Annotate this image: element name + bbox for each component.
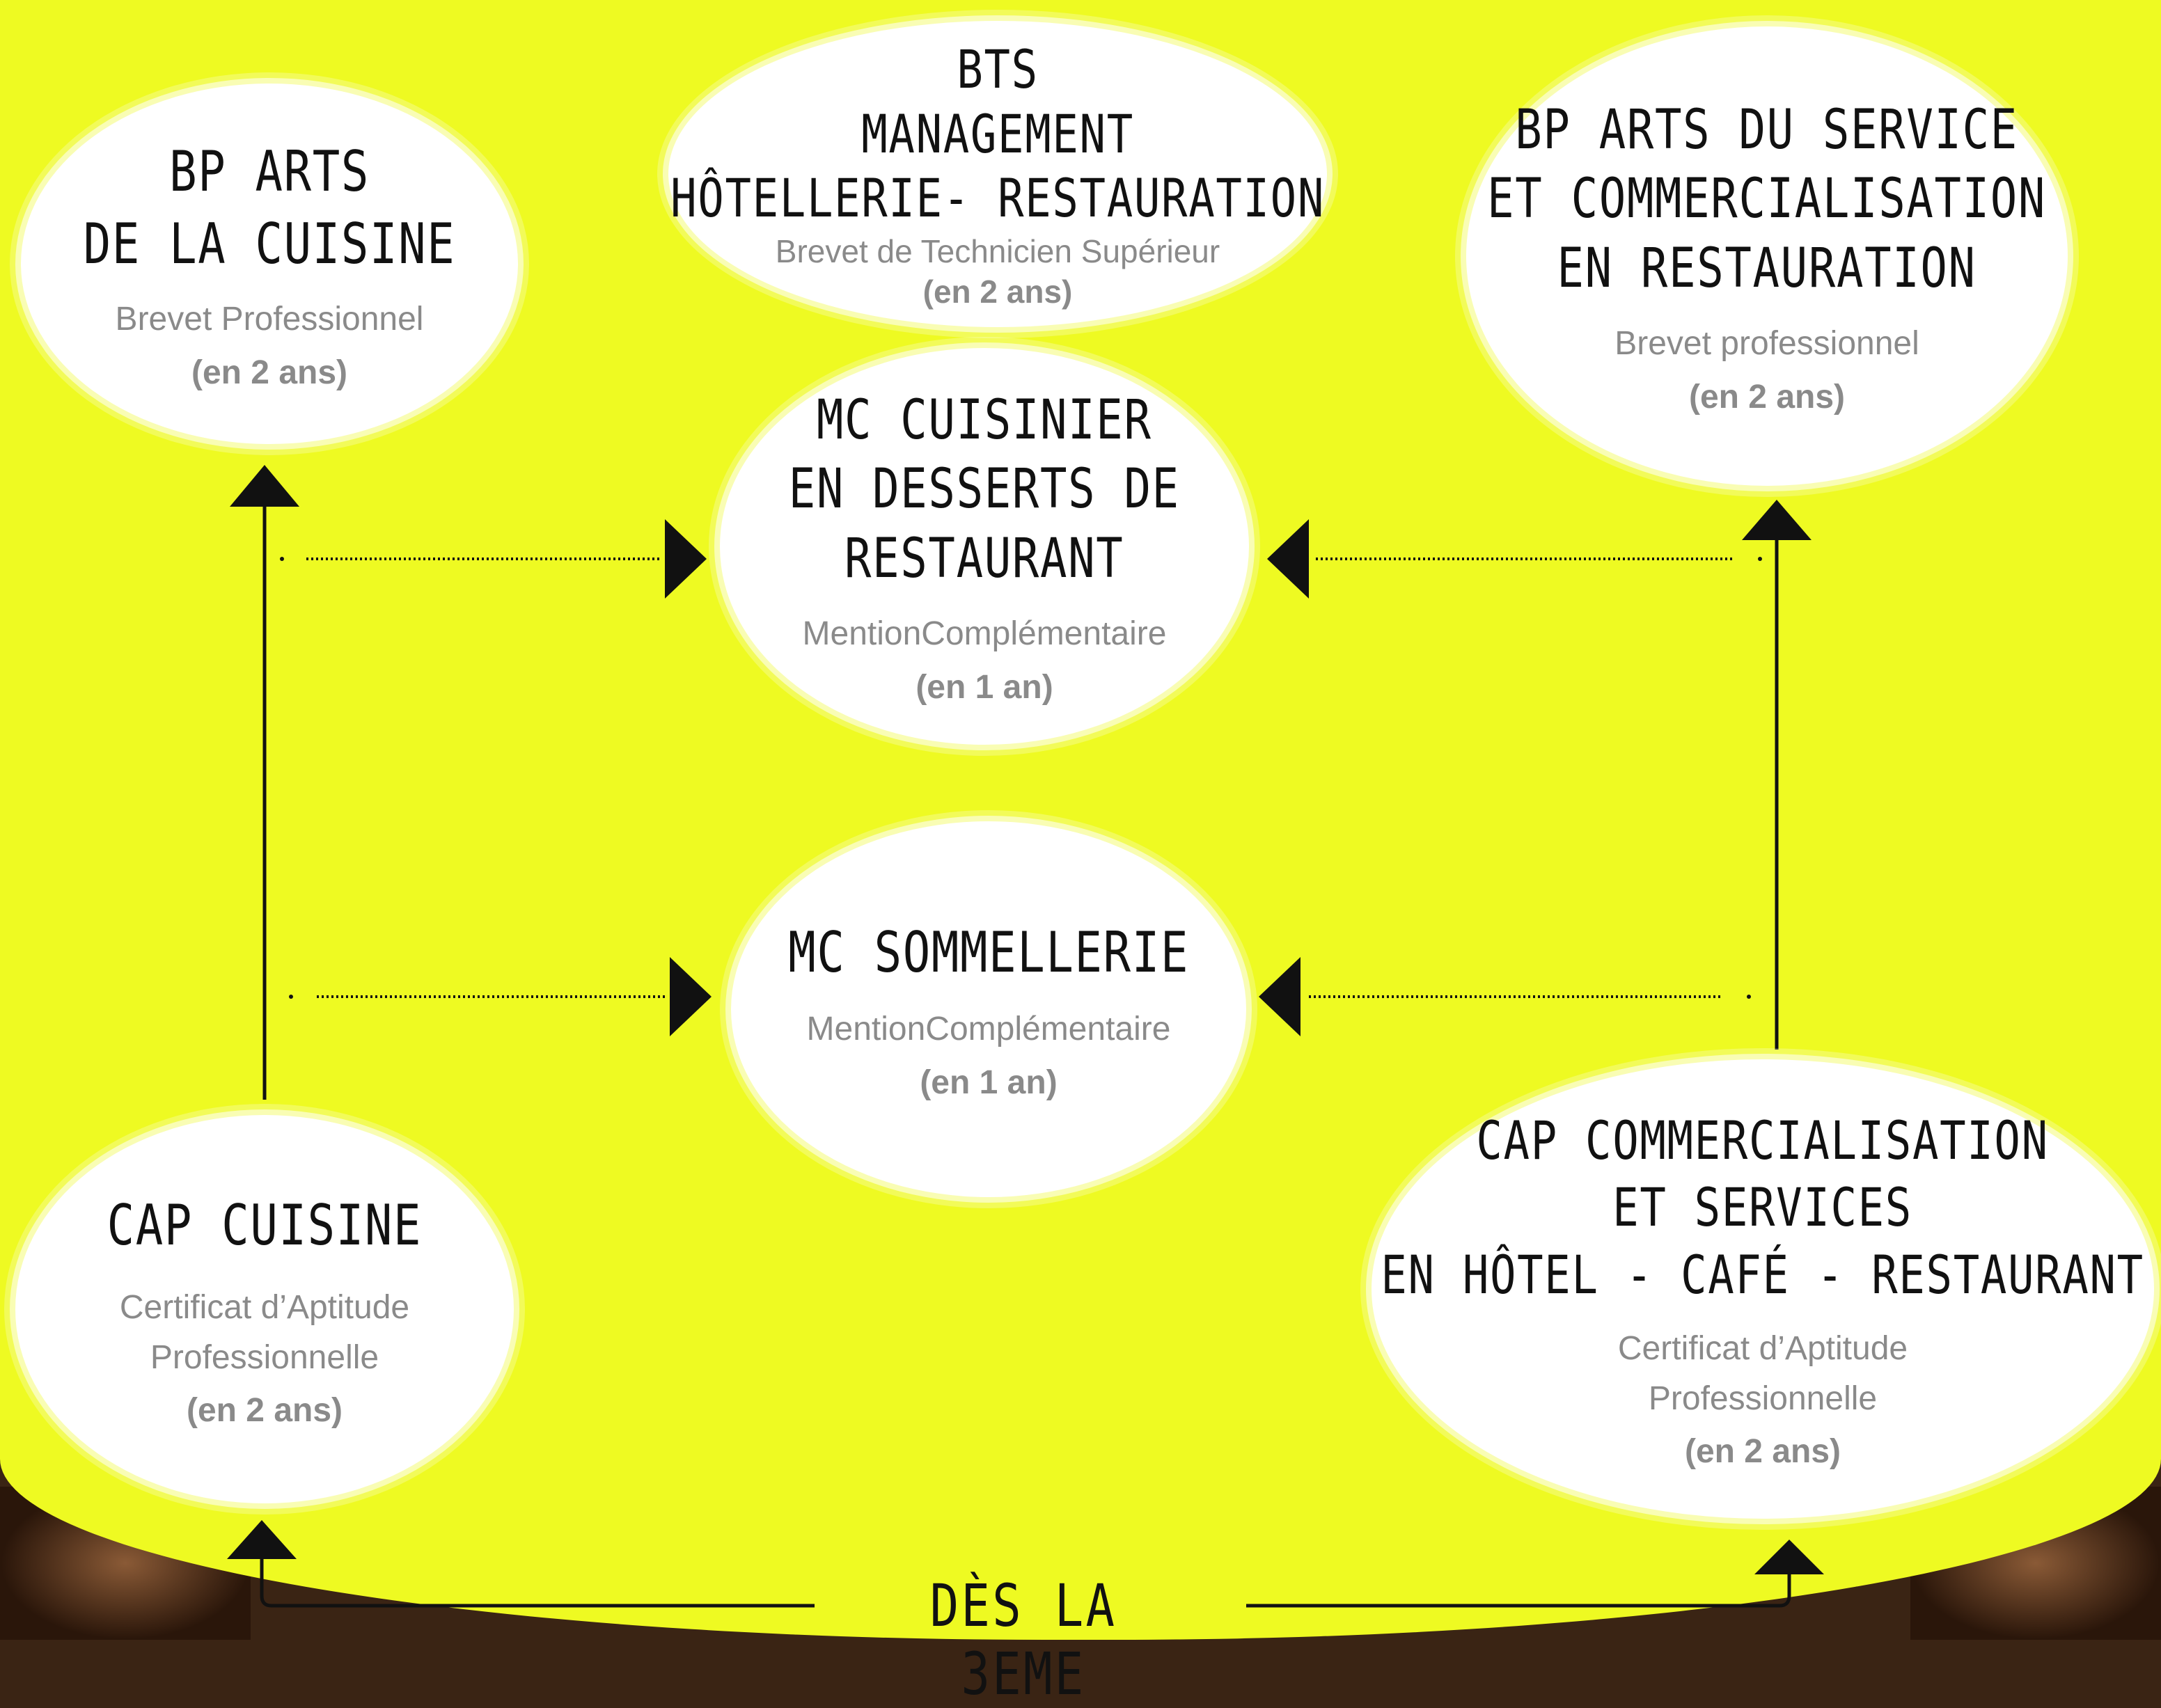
node-subtitle: Brevet de Technicien Supérieur — [775, 233, 1220, 270]
dot-right-desserts — [1758, 557, 1762, 561]
connector-bottom-right — [1246, 1573, 1791, 1608]
node-duration: (en 1 an) — [916, 668, 1053, 706]
dot-left-sommellerie — [289, 995, 293, 999]
connectors-layer — [227, 465, 1824, 1608]
dot-left-desserts — [280, 557, 284, 561]
arrowhead-left-mc-desserts — [1267, 519, 1309, 599]
subtitle-line: Professionnelle — [150, 1338, 379, 1376]
title-line: CAP CUISINE — [107, 1192, 423, 1258]
bottom-label-des-la-3eme: DÈS LA 3EME — [858, 1572, 1189, 1708]
node-subtitle: Brevet professionnel — [1614, 324, 1919, 362]
node-bp-arts-service: BP ARTS DU SERVICE ET COMMERCIALISATION … — [1466, 26, 2068, 486]
title-line: EN DESSERTS DE — [788, 458, 1181, 521]
dot-right-sommellerie — [1747, 995, 1751, 999]
title-line: EN RESTAURATION — [1557, 237, 1977, 300]
title-line: HÔTELLERIE- RESTAURATION — [670, 167, 1325, 230]
subtitle-line: Professionnelle — [1648, 1380, 1878, 1418]
subtitle-line: Certificat d’Aptitude — [119, 1288, 410, 1326]
connector-bottom-left — [260, 1559, 815, 1608]
arrowhead-up-bp-cuisine — [230, 465, 299, 507]
title-line: BP ARTS DU SERVICE — [1515, 99, 2019, 162]
title-line: MC SOMMELLERIE — [788, 920, 1189, 985]
title-line: BP ARTS — [169, 139, 370, 204]
title-line: MANAGEMENT — [861, 102, 1134, 165]
title-line: BTS — [957, 38, 1039, 100]
node-bts: BTS MANAGEMENT HÔTELLERIE- RESTAURATION … — [668, 21, 1327, 327]
title-line: RESTAURANT — [844, 527, 1124, 590]
node-bp-arts-cuisine: BP ARTS DE LA CUISINE Brevet Professionn… — [21, 84, 518, 444]
title-line: ET COMMERCIALISATION — [1487, 168, 2047, 231]
arrowhead-right-mc-desserts — [665, 519, 707, 599]
node-duration: (en 2 ans) — [191, 354, 348, 391]
node-subtitle: MentionComplémentaire — [806, 1011, 1171, 1047]
arrowhead-up-cap-cuisine — [227, 1520, 297, 1559]
node-cap-commercialisation: CAP COMMERCIALISATION ET SERVICES EN HÔT… — [1372, 1059, 2154, 1519]
node-title: CAP CUISINE — [107, 1189, 422, 1262]
node-subtitle: Brevet Professionnel — [115, 301, 424, 338]
node-title: BP ARTS DE LA CUISINE — [84, 136, 456, 280]
node-duration: (en 2 ans) — [1688, 378, 1846, 416]
node-mc-sommellerie: MC SOMMELLERIE MentionComplémentaire (en… — [731, 821, 1246, 1197]
node-title: BTS MANAGEMENT HÔTELLERIE- RESTAURATION — [670, 38, 1325, 231]
node-title: BP ARTS DU SERVICE ET COMMERCIALISATION … — [1488, 96, 2047, 303]
node-duration: (en 1 an) — [920, 1064, 1058, 1101]
title-line: EN HÔTEL - CAFÉ - RESTAURANT — [1381, 1243, 2145, 1306]
title-line: CAP COMMERCIALISATION — [1476, 1109, 2050, 1171]
arrowhead-right-mc-sommellerie — [670, 957, 712, 1036]
subtitle-line: Certificat d’Aptitude — [1617, 1330, 1908, 1368]
title-line: MC CUISINIER — [817, 389, 1152, 452]
title-line: ET SERVICES — [1612, 1176, 1913, 1239]
node-subtitle: Certificat d’Aptitude Professionnelle — [120, 1283, 409, 1383]
node-cap-cuisine: CAP CUISINE Certificat d’Aptitude Profes… — [15, 1115, 514, 1503]
node-subtitle: Certificat d’Aptitude Professionnelle — [1618, 1324, 1908, 1424]
node-duration: (en 2 ans) — [186, 1391, 343, 1429]
arrowhead-up-cap-commerce — [1754, 1540, 1824, 1574]
node-duration: (en 2 ans) — [1684, 1433, 1841, 1471]
node-duration: (en 2 ans) — [922, 274, 1073, 310]
node-title: MC SOMMELLERIE — [788, 917, 1189, 989]
node-subtitle: MentionComplémentaire — [802, 615, 1167, 652]
node-mc-desserts: MC CUISINIER EN DESSERTS DE RESTAURANT M… — [720, 348, 1249, 745]
arrowhead-left-mc-sommellerie — [1259, 957, 1300, 1036]
node-title: MC CUISINIER EN DESSERTS DE RESTAURANT — [789, 386, 1180, 593]
title-line: DE LA CUISINE — [83, 212, 456, 276]
node-title: CAP COMMERCIALISATION ET SERVICES EN HÔT… — [1381, 1107, 2144, 1309]
arrowhead-up-bp-service — [1742, 500, 1812, 540]
